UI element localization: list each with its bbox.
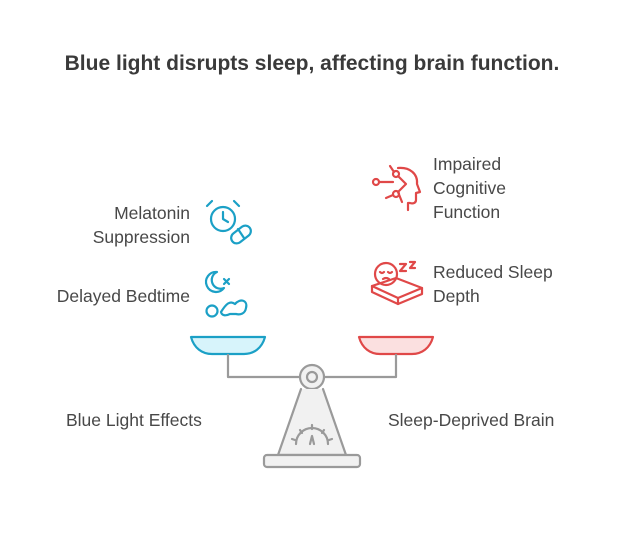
left-pan	[189, 335, 267, 356]
beam-right	[322, 353, 398, 379]
blue-light-effects-label: Blue Light Effects	[66, 410, 202, 430]
melatonin-suppression-label: Melatonin Suppression	[92, 203, 190, 247]
pivot-outer	[298, 363, 326, 391]
head-neural-connections-icon	[371, 164, 422, 212]
beam-left	[226, 353, 302, 379]
reduced-sleep-depth-label: Reduced Sleep Depth	[433, 262, 553, 306]
stand	[276, 387, 348, 457]
moon-person-sleeping-icon	[204, 270, 248, 318]
pivot-inner	[305, 370, 319, 384]
sleep-deprived-brain-label: Sleep-Deprived Brain	[388, 410, 555, 430]
delayed-bedtime-label: Delayed Bedtime	[56, 286, 190, 306]
right-pan	[357, 335, 435, 356]
sleeping-face-pillow-icon	[370, 260, 424, 306]
alarm-clock-pill-icon	[205, 199, 252, 245]
page-title: Blue light disrupts sleep, affecting bra…	[64, 52, 560, 75]
dial-needle	[308, 434, 316, 446]
base	[262, 453, 362, 469]
impaired-cognitive-function-label: Impaired Cognitive Function	[433, 154, 506, 222]
dial-ticks	[290, 423, 334, 442]
